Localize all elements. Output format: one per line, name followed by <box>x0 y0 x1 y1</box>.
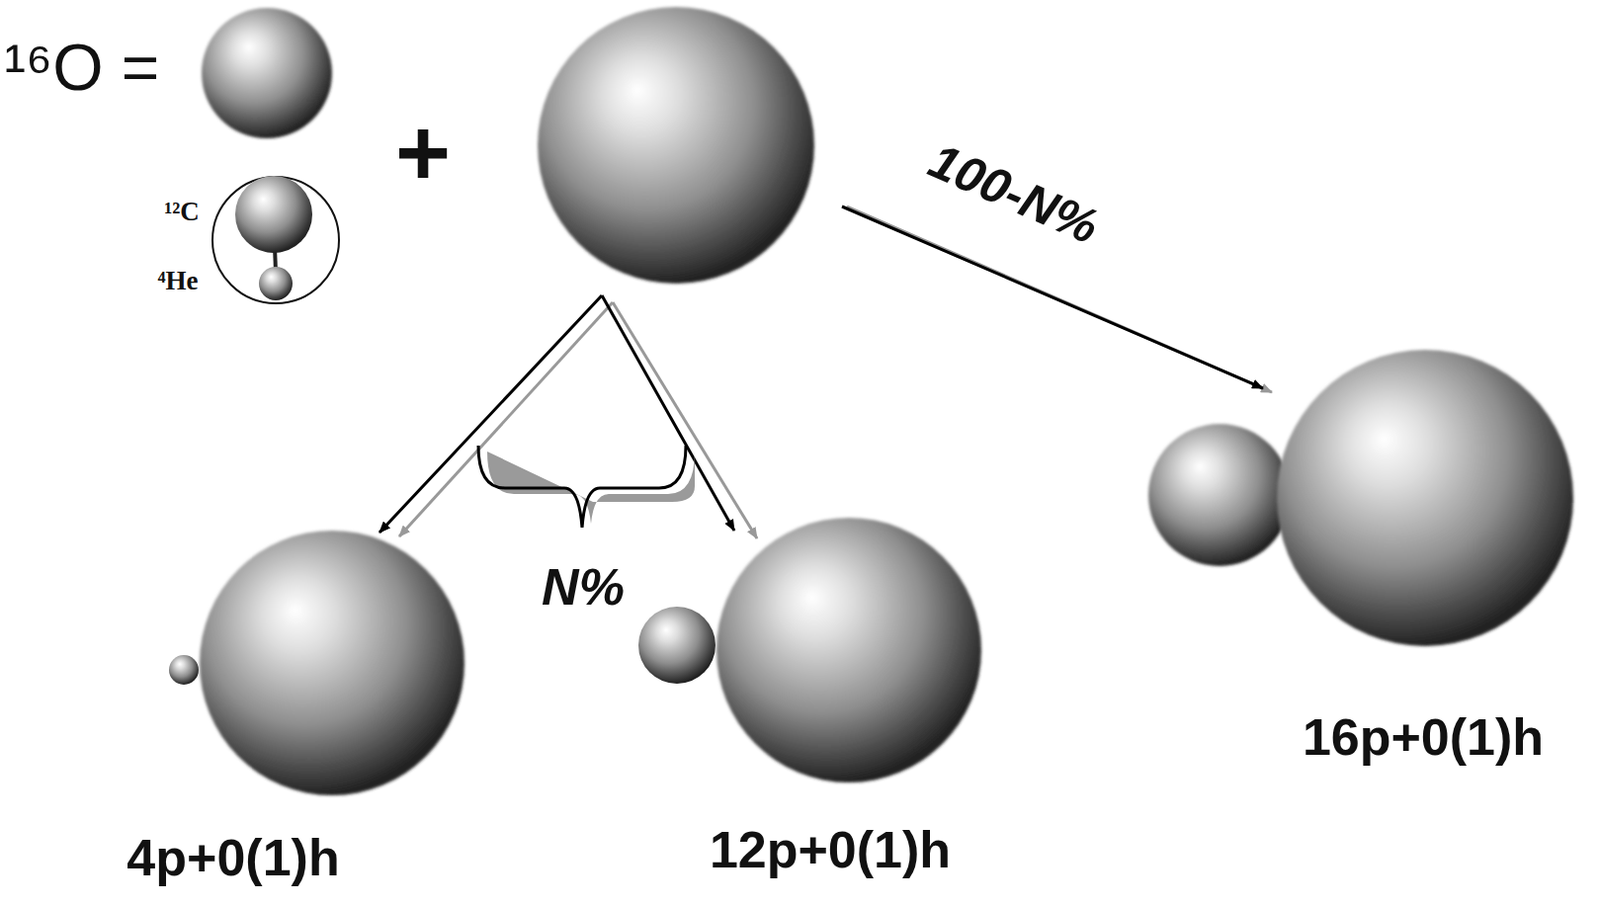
arrow-shadow <box>612 302 758 539</box>
oxygen-sphere <box>1148 423 1291 567</box>
cluster-node: ¹²C ⁴He <box>138 187 218 312</box>
branch-percentage: 100-N% <box>922 135 1106 253</box>
branch-percentage: N% <box>541 561 625 613</box>
product-node: 12p+0(1)h <box>681 817 979 883</box>
helium-sphere <box>258 266 293 301</box>
target-sphere <box>537 6 815 284</box>
plus-sign: + <box>395 105 451 201</box>
oxygen-sphere <box>201 7 333 139</box>
nucleus-label: ¹²C <box>164 198 200 226</box>
transfer-arrow <box>379 295 602 533</box>
product-label: 12p+0(1)h <box>709 824 951 876</box>
nucleus-label: ⁴He <box>157 267 198 295</box>
residual-sphere <box>199 530 465 796</box>
carbon-sphere <box>235 175 313 253</box>
product-node: 16p+0(1)h <box>1274 704 1592 770</box>
branch-bracket <box>478 445 686 528</box>
arrow-shadow <box>399 302 613 537</box>
product-node: 4p+0(1)h <box>84 825 382 891</box>
residual-sphere <box>1276 349 1574 647</box>
alpha-sphere <box>168 655 199 685</box>
residual-sphere <box>716 517 982 783</box>
product-label: 4p+0(1)h <box>126 832 339 884</box>
cluster-outline <box>212 176 339 304</box>
nucleus-label: ¹⁶O = <box>3 34 160 100</box>
carbon-sphere <box>638 606 716 684</box>
product-label: 16p+0(1)h <box>1302 711 1544 763</box>
